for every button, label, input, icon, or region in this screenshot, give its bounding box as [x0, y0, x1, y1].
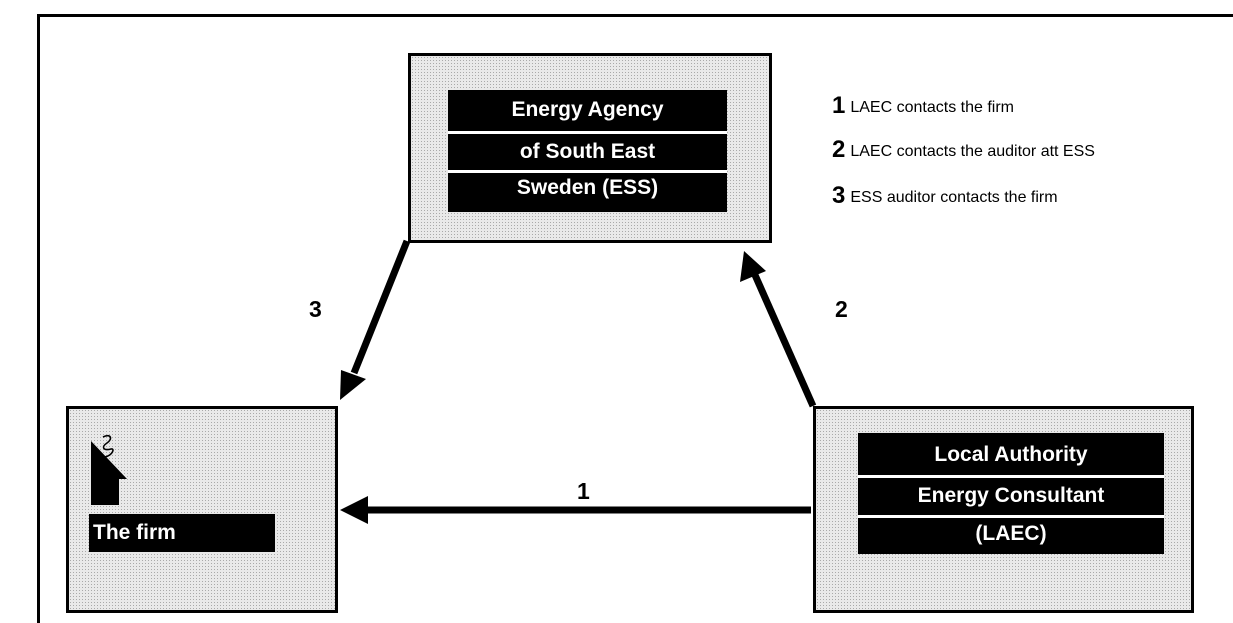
laec-label-line-1: Local Authority: [934, 443, 1088, 466]
arrow-1-number: 1: [577, 478, 590, 504]
legend-number: 3: [832, 182, 846, 209]
laec-label-stack: Local Authority Energy Consultant (LAEC): [858, 433, 1164, 554]
legend-number: 2: [832, 136, 846, 163]
laec-label-line-3: (LAEC): [975, 522, 1047, 545]
frame-top-border: [37, 14, 1233, 17]
ess-label-line-3: Sweden (ESS): [516, 176, 659, 199]
ess-node: Energy Agency of South East Sweden (ESS): [408, 53, 772, 243]
ess-label-line-1: Energy Agency: [511, 98, 664, 121]
arrow-3: [340, 239, 411, 400]
ess-label-separator: [448, 131, 727, 134]
ess-label-stack: Energy Agency of South East Sweden (ESS): [448, 90, 727, 212]
frame-left-border: [37, 14, 40, 623]
arrow-3-number: 3: [309, 296, 322, 322]
laec-label-separator: [858, 515, 1164, 518]
arrow-1: [340, 496, 811, 524]
firm-label: The firm: [89, 514, 275, 552]
ess-label-separator: [448, 170, 727, 173]
legend-text: LAEC contacts the auditor att ESS: [850, 143, 1095, 160]
factory-icon: [91, 434, 127, 505]
legend-number: 1: [832, 92, 846, 119]
laec-label-separator: [858, 475, 1164, 478]
laec-label-line-2: Energy Consultant: [917, 484, 1105, 507]
legend-text: LAEC contacts the firm: [850, 99, 1014, 116]
firm-node: The firm: [66, 406, 338, 613]
arrow-2-number: 2: [835, 296, 848, 322]
laec-node: Local Authority Energy Consultant (LAEC): [813, 406, 1194, 613]
ess-label-line-2: of South East: [519, 140, 656, 163]
arrow-2: [740, 251, 817, 408]
legend-text: ESS auditor contacts the firm: [850, 189, 1058, 206]
